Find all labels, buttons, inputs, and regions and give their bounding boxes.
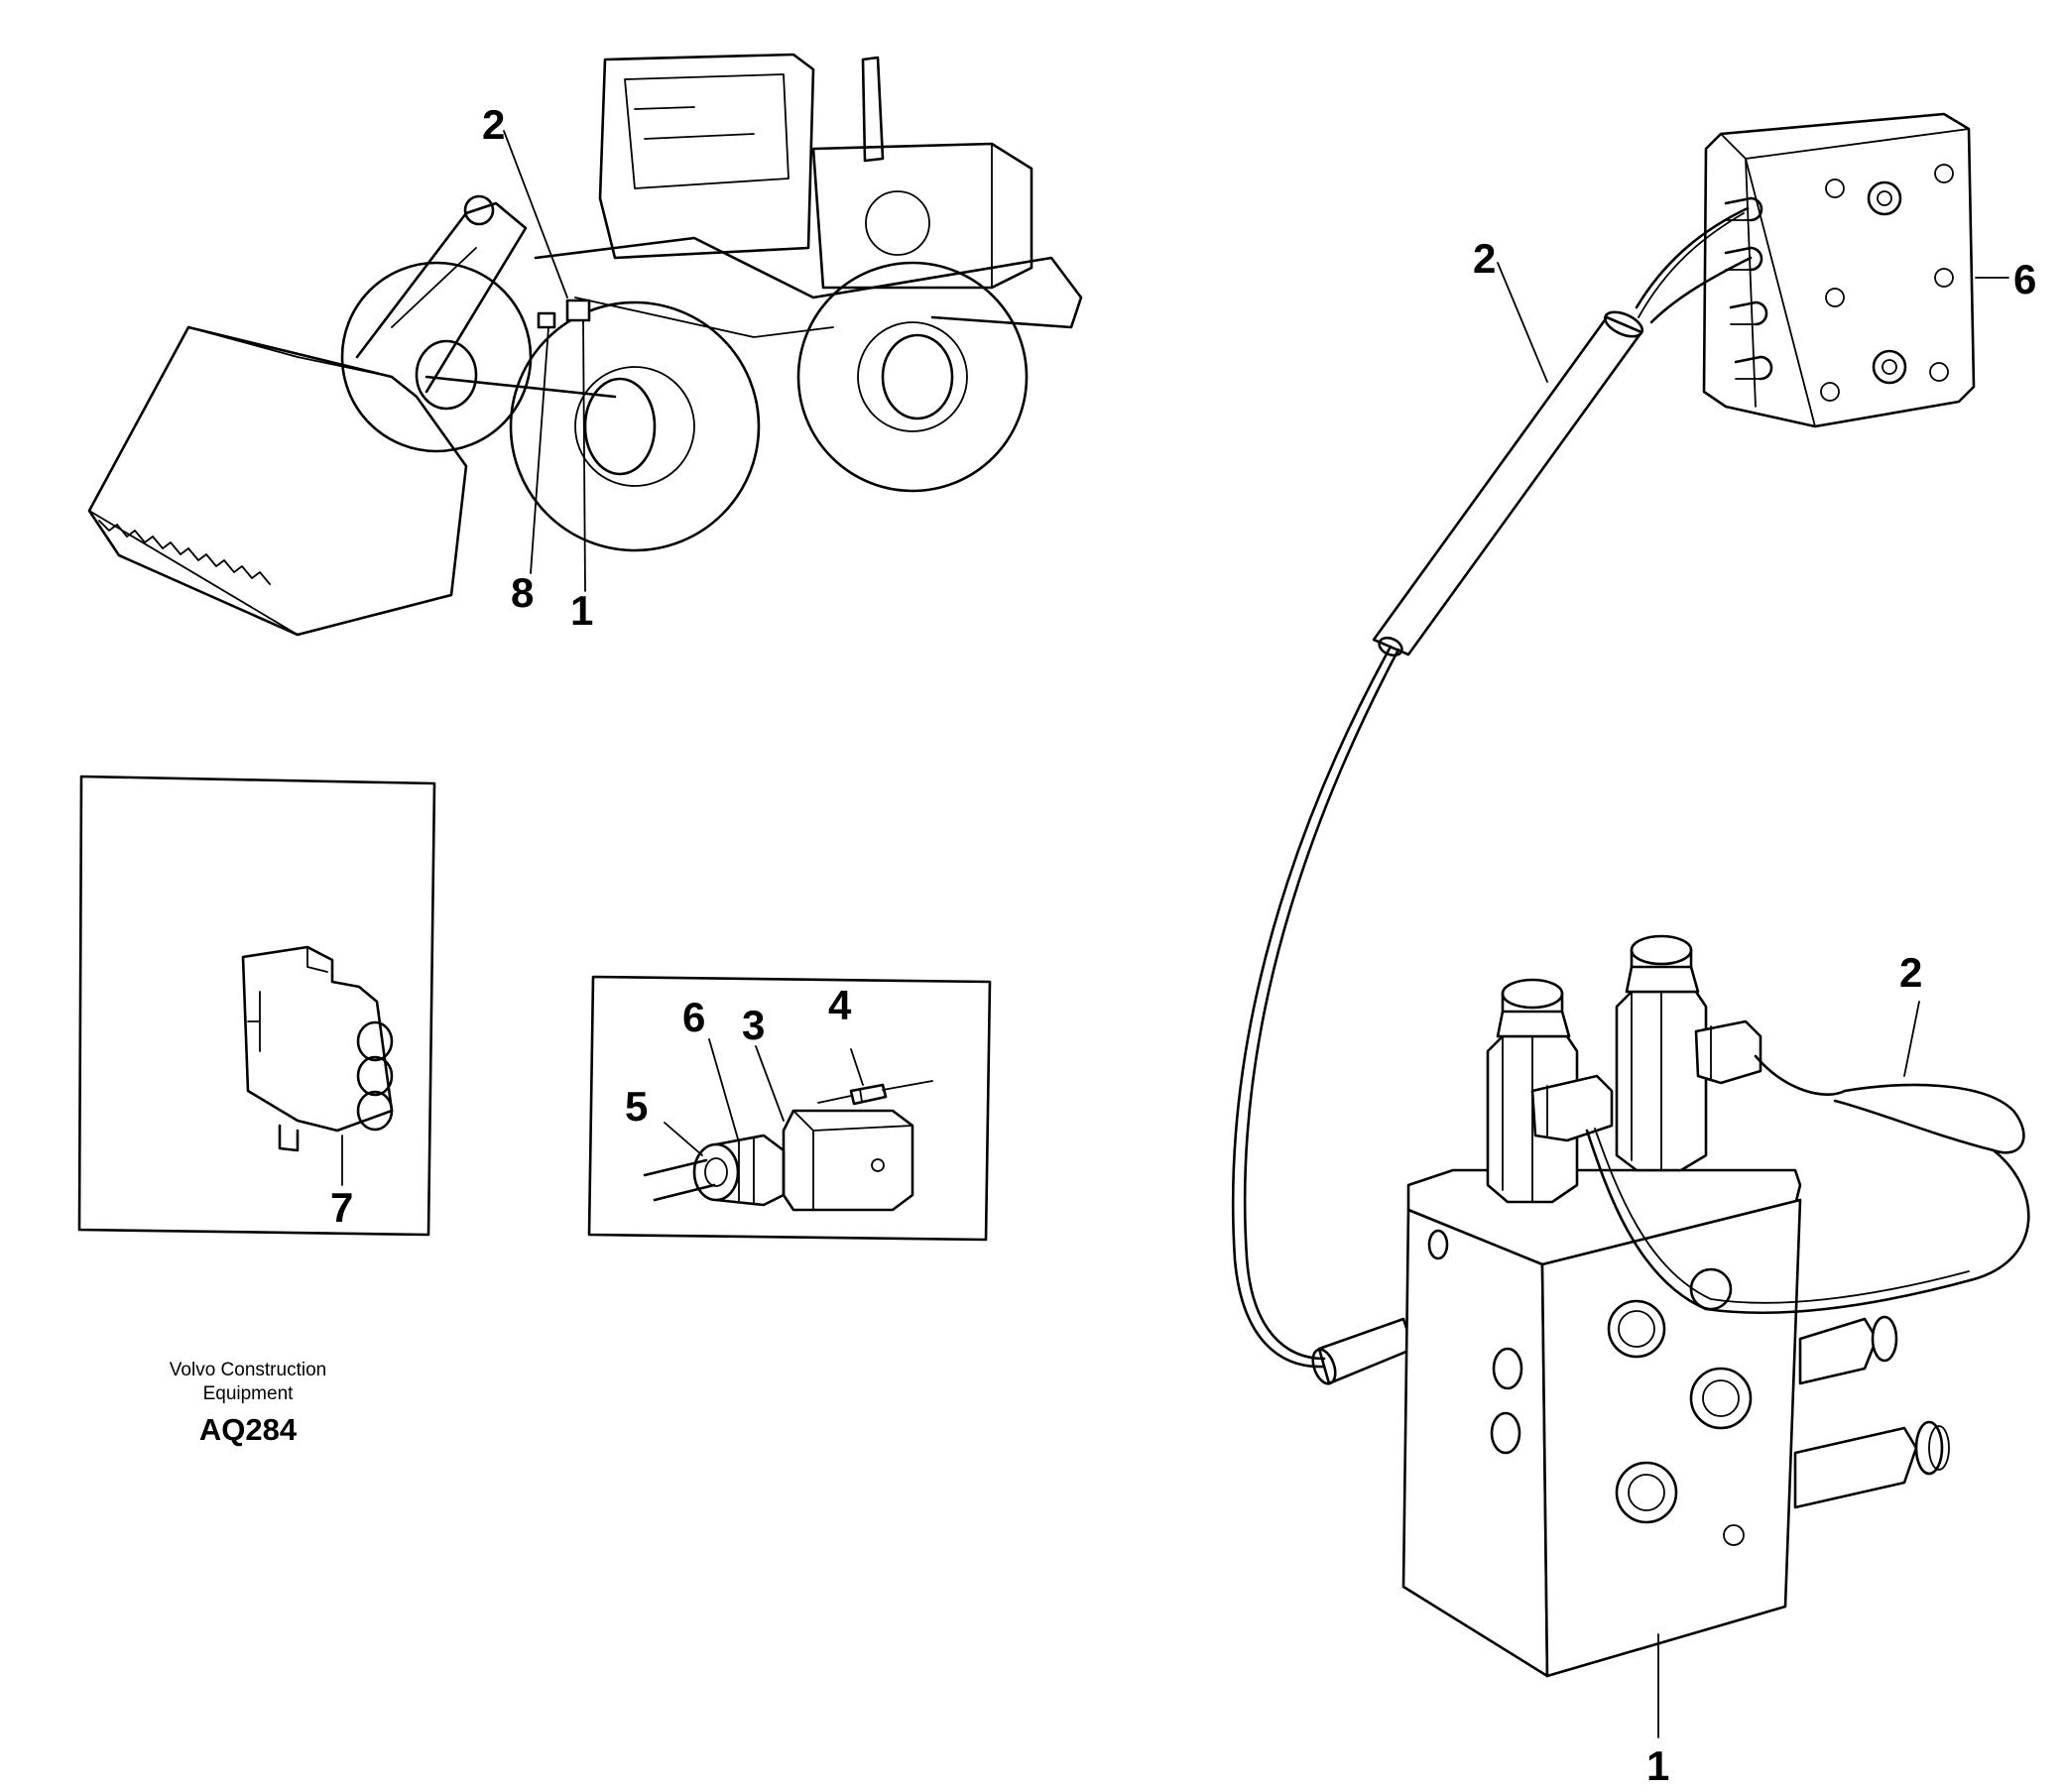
detail-callout-7: 7 xyxy=(330,1184,353,1231)
detail-callout-3: 3 xyxy=(742,1002,765,1048)
overview-callout-2: 2 xyxy=(482,101,505,148)
cable-harness xyxy=(1231,206,1753,1385)
valve-location-marker xyxy=(565,299,591,322)
connector-location-marker xyxy=(537,311,556,329)
detail-box-connector xyxy=(77,775,436,1237)
illustration-code: AQ284 xyxy=(198,1412,298,1447)
main-callout-2-top: 2 xyxy=(1473,235,1496,282)
caption-line-2: Equipment xyxy=(202,1383,294,1404)
main-callout-2-right: 2 xyxy=(1899,949,1922,996)
detail-callout-5: 5 xyxy=(625,1083,648,1130)
detail-callout-4: 4 xyxy=(828,982,852,1028)
caption-line-1: Volvo Construction xyxy=(169,1360,327,1380)
valve-block xyxy=(1401,934,2030,1678)
control-unit xyxy=(1702,112,1976,428)
detail-callout-6: 6 xyxy=(682,994,705,1040)
main-callout-1: 1 xyxy=(1646,1742,1669,1789)
main-callout-6: 6 xyxy=(2013,256,2036,302)
publisher-caption: Volvo Construction Equipment AQ284 xyxy=(129,1359,367,1448)
overview-callout-1: 1 xyxy=(570,587,593,634)
detail-box-pressure-sensor xyxy=(587,975,992,1242)
overview-callout-8: 8 xyxy=(511,569,534,616)
